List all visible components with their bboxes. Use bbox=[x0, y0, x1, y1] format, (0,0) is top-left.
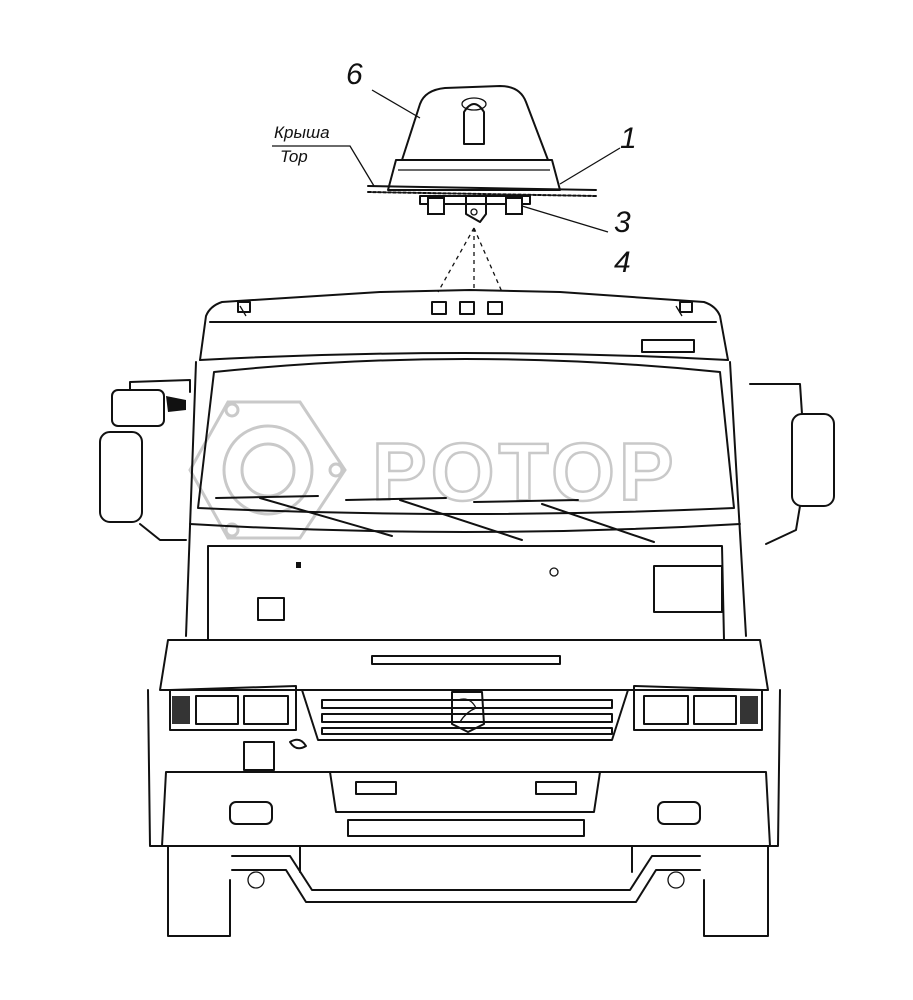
front-panel bbox=[207, 545, 725, 641]
callout-4: 4 bbox=[614, 246, 631, 279]
bumper bbox=[161, 771, 771, 847]
headlight-right bbox=[633, 685, 763, 731]
leader-1 bbox=[559, 147, 621, 185]
watermark: POTOP bbox=[188, 400, 678, 540]
kamaz-logo-icon bbox=[451, 691, 485, 733]
roof-marker-light-3 bbox=[487, 301, 503, 315]
leader-3 bbox=[521, 205, 609, 233]
wheel-left bbox=[167, 845, 231, 937]
callout-3: 3 bbox=[614, 206, 631, 239]
beacon-lamp bbox=[463, 103, 485, 145]
cab-roof bbox=[199, 289, 729, 361]
truck-cab bbox=[147, 289, 781, 937]
roof-label-ru: Крыша bbox=[274, 123, 330, 142]
projection-lines bbox=[437, 227, 503, 293]
cab-badge bbox=[641, 339, 695, 353]
watermark-logo-icon bbox=[188, 400, 347, 540]
windshield bbox=[197, 358, 735, 515]
roof-marker-light-1 bbox=[431, 301, 447, 315]
wipers bbox=[215, 495, 655, 543]
roof-marker-light-2 bbox=[459, 301, 475, 315]
callout-1: 1 bbox=[620, 122, 637, 155]
beacon-assembly bbox=[272, 85, 621, 293]
nut-left bbox=[427, 197, 445, 215]
watermark-text: POTOP bbox=[372, 427, 678, 518]
mirror-right bbox=[749, 383, 835, 545]
mirror-left bbox=[99, 379, 191, 541]
leader-roof bbox=[272, 145, 375, 187]
fog-light-right bbox=[657, 801, 701, 825]
leader-6 bbox=[371, 89, 421, 119]
nut-right bbox=[505, 197, 523, 215]
headlight-left bbox=[169, 685, 297, 731]
axle bbox=[231, 855, 701, 891]
beacon-base bbox=[387, 159, 561, 191]
callout-6: 6 bbox=[346, 58, 363, 91]
beacon-dome bbox=[401, 85, 549, 161]
wheel-right bbox=[703, 845, 769, 937]
roof-label-en: Top bbox=[280, 147, 308, 166]
fog-light-left bbox=[229, 801, 273, 825]
roof-panel-hatch bbox=[367, 191, 597, 197]
